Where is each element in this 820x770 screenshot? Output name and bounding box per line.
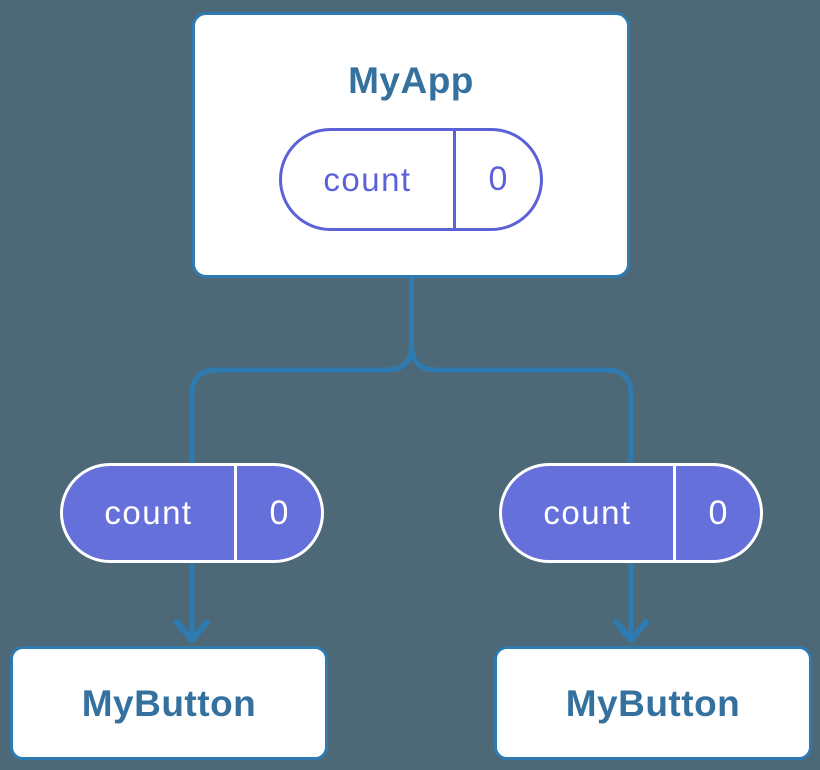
down-arrowhead-left-icon	[174, 619, 210, 643]
node-mybutton-right-title: MyButton	[565, 682, 741, 724]
state-name-label: count	[104, 494, 193, 531]
state-pill-right: count 0	[499, 463, 763, 563]
down-arrowhead-right-icon	[613, 619, 649, 643]
node-myapp-title: MyApp	[348, 60, 474, 101]
connector-branch-left	[189, 277, 414, 636]
state-name-label: count	[543, 494, 632, 531]
state-name-label: count	[323, 160, 412, 198]
state-pill-left: count 0	[60, 463, 324, 563]
state-value-label: 0	[234, 466, 321, 560]
state-value-label: 0	[453, 131, 540, 228]
node-mybutton-left: MyButton	[10, 646, 328, 760]
node-mybutton-left-title: MyButton	[81, 682, 257, 724]
node-mybutton-right: MyButton	[494, 646, 812, 760]
state-value-label: 0	[673, 466, 760, 560]
state-pill-myapp: count 0	[279, 128, 543, 231]
node-myapp: MyApp count 0	[192, 12, 630, 278]
connector-branch-right	[409, 277, 634, 636]
